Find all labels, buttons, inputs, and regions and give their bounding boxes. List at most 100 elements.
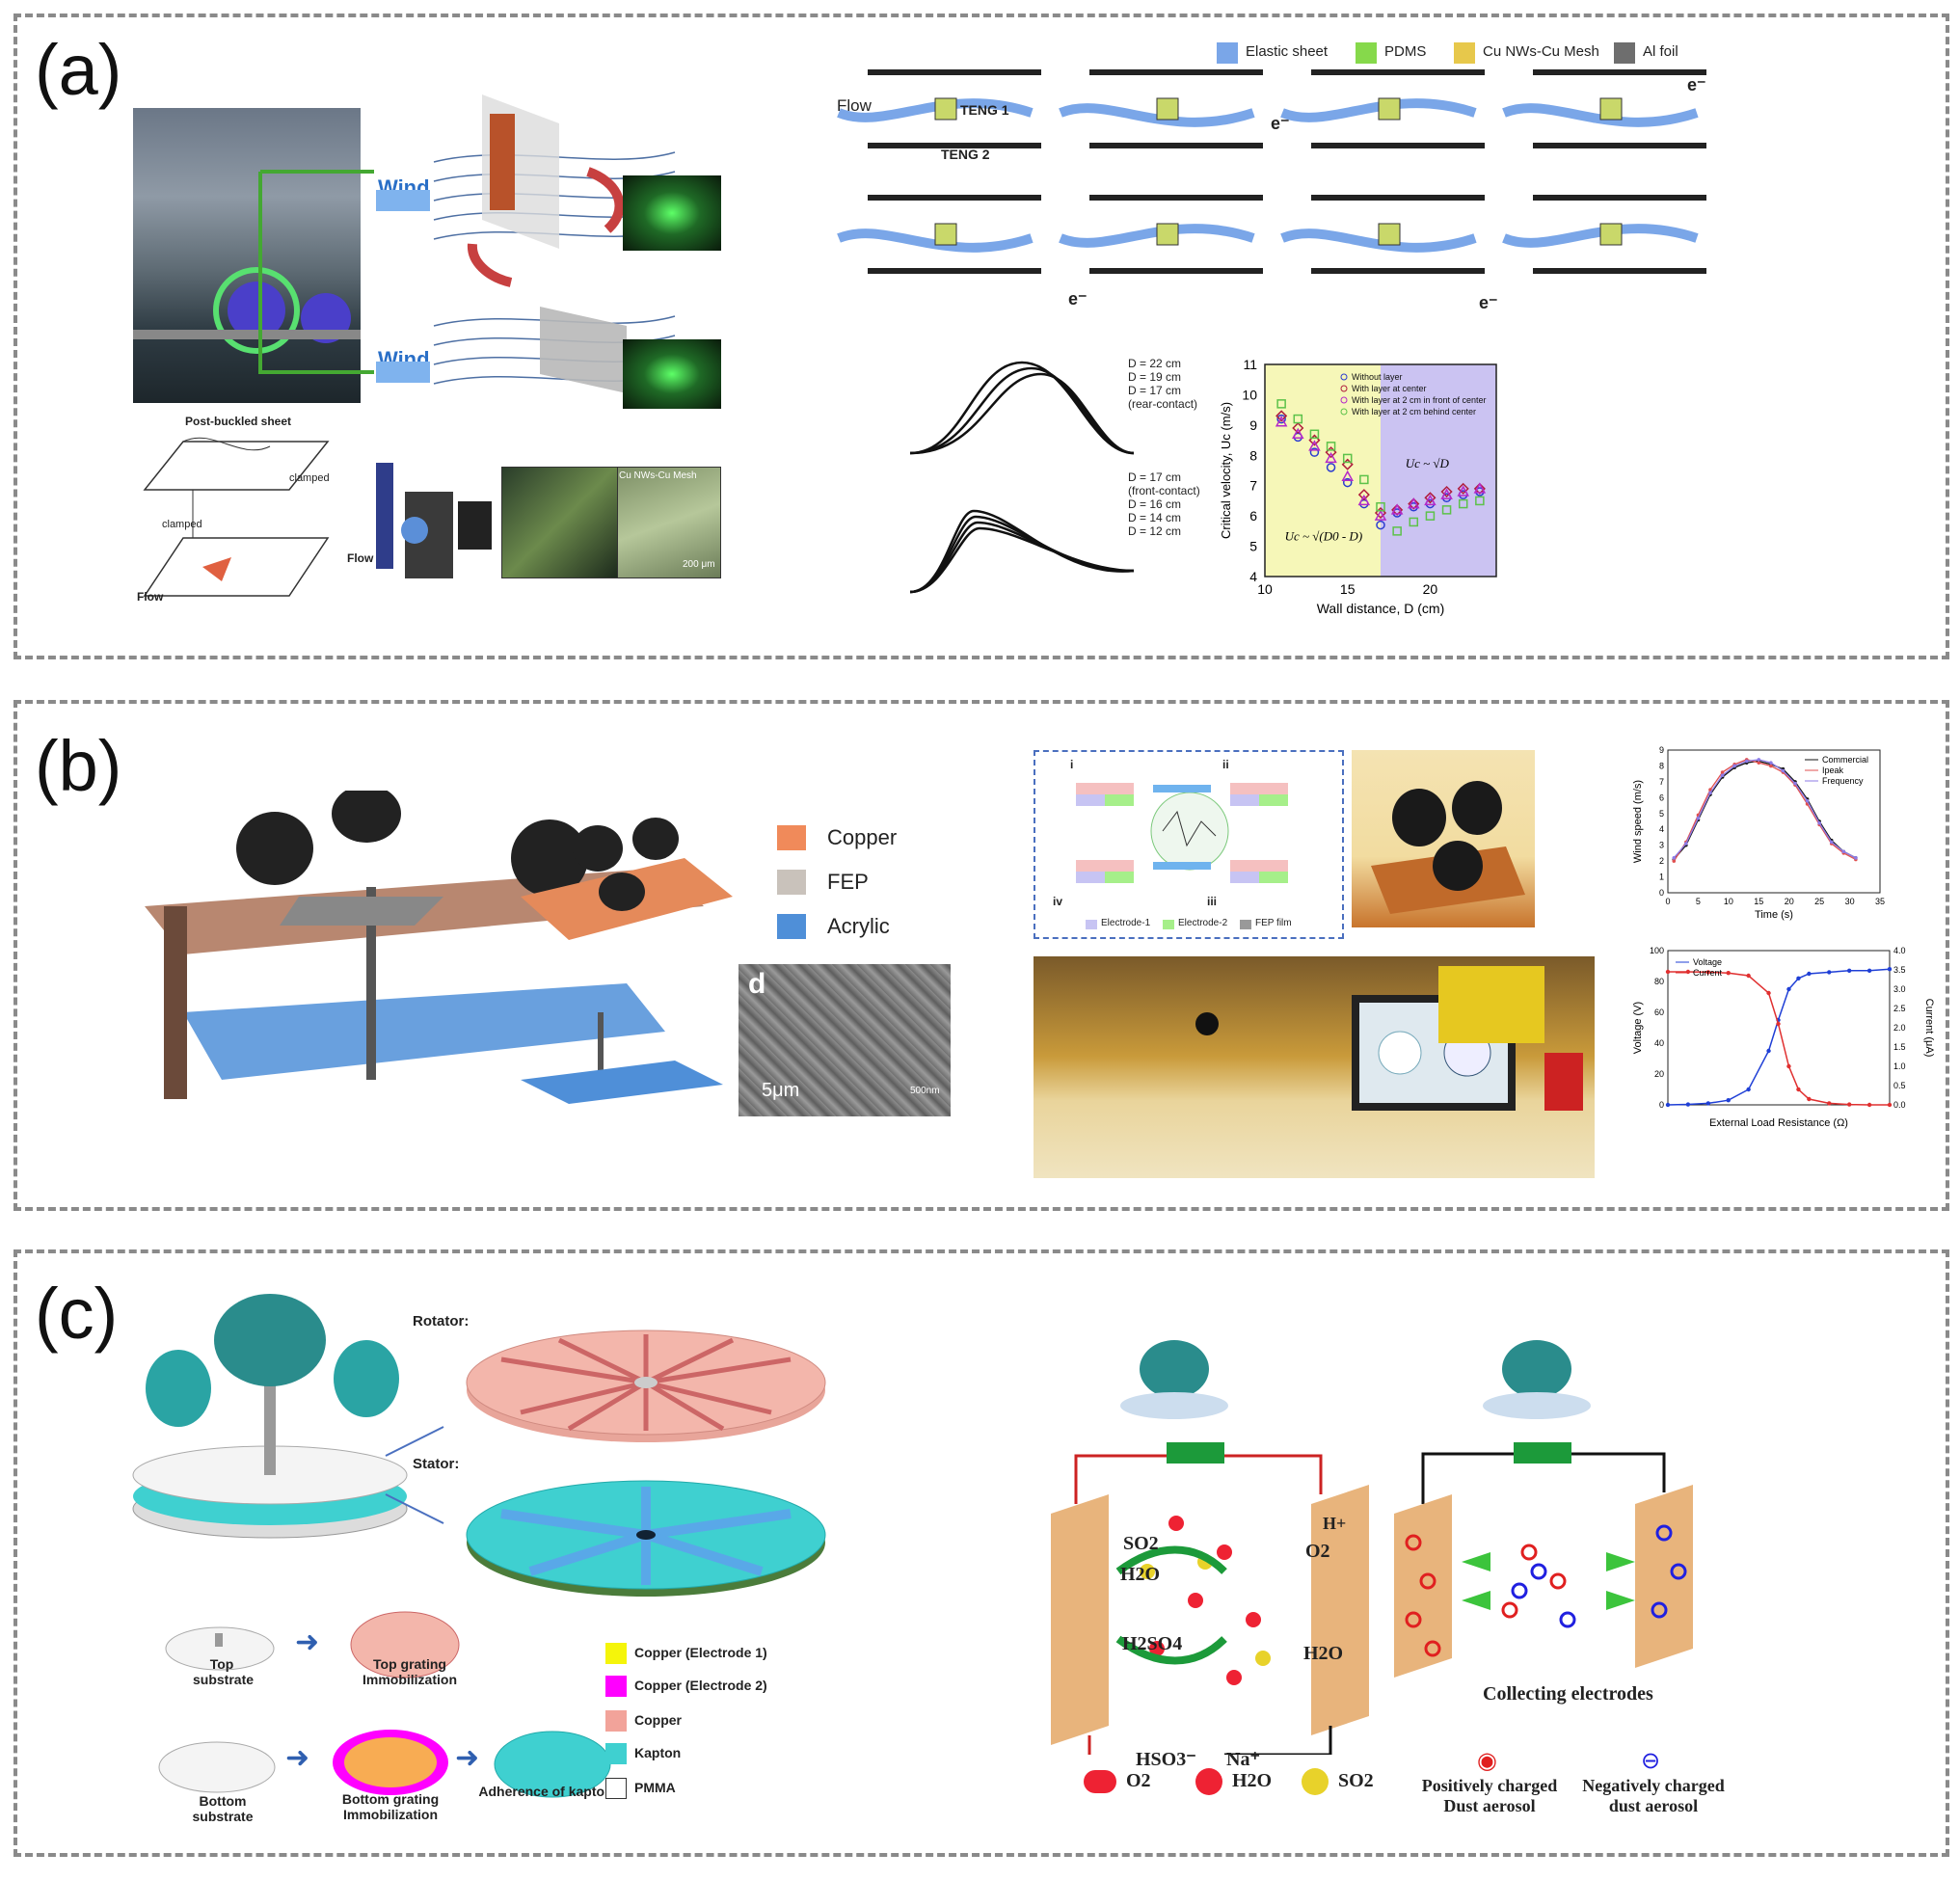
data-point: [1276, 414, 1286, 424]
plot-frame: [1667, 950, 1891, 1106]
teng-block: [1599, 97, 1623, 121]
series-line: [1673, 759, 1857, 862]
data-point: [1292, 421, 1304, 435]
legend-marker: [1340, 396, 1348, 404]
legend-swatch-pdms: [1356, 42, 1377, 64]
shaded-region: [1381, 364, 1496, 577]
lab-setup-photo: [1034, 956, 1595, 1178]
panel-b: [13, 700, 1949, 1211]
data-point: [1769, 764, 1773, 768]
x-tick-label: 20: [1785, 897, 1794, 906]
data-point: [1326, 463, 1336, 472]
rear-d-22: D = 22 cm: [1128, 357, 1182, 370]
plate-top: [1311, 195, 1485, 201]
panel-b-label: (b): [35, 726, 122, 806]
top-substrate: [165, 1626, 275, 1671]
lc-swatch-e1: [605, 1643, 627, 1664]
clamped-label-left: clamped: [162, 519, 202, 530]
data-point: [1326, 442, 1336, 451]
sem-image: [738, 964, 951, 1116]
legend-marker: [1340, 373, 1348, 381]
lc-swatch-copper: [605, 1710, 627, 1732]
data-point: [1357, 489, 1370, 501]
y-tick-label: 5: [1249, 539, 1257, 554]
rotary-teng-assembly: [132, 1294, 408, 1539]
schematic-legend: Electrode-1 Electrode-2 FEP film: [1086, 918, 1336, 933]
glow-photo-bottom: [623, 339, 721, 409]
data-point: [1829, 840, 1834, 845]
stator-disc: [466, 1480, 826, 1597]
rear-d-17: D = 17 cm: [1128, 384, 1182, 397]
rotator-disc: [466, 1329, 826, 1442]
plate-top: [1089, 69, 1263, 75]
lc-swatch-e2: [605, 1676, 627, 1697]
data-point: [1275, 410, 1288, 422]
data-point: [1672, 856, 1677, 860]
data-point: [1409, 517, 1419, 527]
lc-label-e2: Copper (Electrode 2): [634, 1678, 767, 1693]
lc-label-kapton: Kapton: [634, 1745, 682, 1760]
teng-block: [1378, 97, 1401, 121]
legend-label-elastic: Elastic sheet: [1246, 43, 1329, 60]
panel-c-label: (c): [35, 1274, 119, 1354]
x-axis-label: Time (s): [1755, 909, 1793, 921]
data-point: [1817, 820, 1821, 825]
elastic-sheet: [837, 98, 1034, 122]
rotator-label: Rotator:: [413, 1313, 470, 1329]
teng-sequence: [837, 69, 1706, 274]
data-point: [1392, 526, 1402, 536]
legend-swatch-mesh: [1454, 42, 1475, 64]
callout-lines: [385, 1426, 444, 1524]
legend-entry: With layer at 2 cm behind center: [1352, 407, 1476, 416]
plate-top: [1533, 69, 1706, 75]
anemometer-photo: [1352, 750, 1535, 927]
front-d-14: D = 14 cm: [1128, 511, 1182, 524]
x-tick-label: 20: [1423, 581, 1438, 597]
stator-label: Stator:: [413, 1456, 460, 1472]
x-tick-label: 5: [1696, 897, 1701, 906]
data-point: [1786, 1063, 1791, 1069]
data-point: [1769, 761, 1773, 765]
sl-swatch-3: [1240, 920, 1251, 929]
data-point: [1866, 968, 1872, 973]
y-right-tick-label: 3.5: [1893, 965, 1906, 975]
chem-h-plus: H+: [1323, 1514, 1347, 1533]
data-point: [1458, 498, 1468, 509]
front-contact: (front-contact): [1128, 484, 1200, 497]
plate-bottom: [868, 143, 1041, 148]
y-tick-label: 6: [1659, 792, 1664, 802]
y-right-tick-label: 2.0: [1893, 1023, 1906, 1033]
chem-h2o-left: H2O: [1120, 1564, 1161, 1585]
elastic-sheet: [1502, 103, 1699, 127]
sl-swatch-1: [1086, 920, 1097, 929]
electron-2: e⁻: [1687, 75, 1706, 94]
sem-label: d: [748, 968, 766, 1000]
data-point: [1720, 770, 1725, 774]
adherence-label: Adherence of kapton: [478, 1784, 613, 1799]
panel-c: [13, 1249, 1949, 1857]
teng-block: [934, 97, 957, 121]
data-point: [1685, 1102, 1691, 1107]
data-point: [1705, 970, 1711, 975]
teng1-label: TENG 1: [960, 102, 1009, 118]
teng-block: [1156, 223, 1179, 246]
series-line: [1667, 968, 1891, 1106]
load-resistance-chart: 0204060801000.00.51.01.52.02.53.03.54.0E…: [1632, 946, 1935, 1129]
annotation-sqrt-d0: Uc ~ √(D0 - D): [1285, 528, 1363, 543]
data-point: [1827, 1101, 1832, 1106]
sl-label-2: Electrode-2: [1178, 918, 1228, 928]
swatch-fep: [777, 870, 806, 895]
data-point: [1359, 474, 1369, 485]
y-tick-label: 20: [1654, 1069, 1664, 1079]
electron-4: e⁻: [1479, 293, 1498, 312]
y-tick-label: 9: [1249, 417, 1257, 433]
data-point: [1684, 842, 1688, 846]
bottom-grating: [333, 1730, 448, 1795]
plate-top: [1089, 195, 1263, 201]
data-point: [1408, 497, 1420, 510]
offshore-photo: [133, 108, 361, 403]
data-point: [1854, 856, 1858, 860]
y-axis-label: Voltage (V): [1632, 1002, 1644, 1054]
arrow-1: ➜: [295, 1626, 320, 1658]
positive-label: Positively charged Dust aerosol: [1421, 1776, 1558, 1815]
